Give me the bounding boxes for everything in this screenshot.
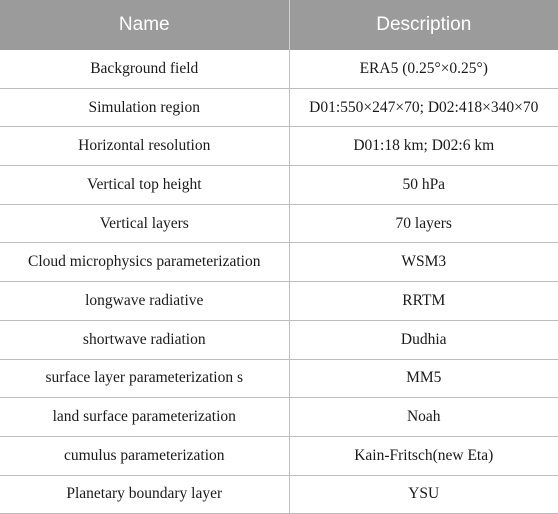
cell-name: Background field	[0, 50, 290, 89]
column-header-description: Description	[289, 0, 558, 50]
cell-description: ERA5 (0.25°×0.25°)	[289, 50, 558, 89]
cell-name: surface layer parameterization s	[0, 359, 290, 399]
cell-description: D01:18 km; D02:6 km	[289, 126, 558, 167]
table-row: Vertical top height 50 hPa	[0, 165, 558, 205]
table-row: Planetary boundary layer YSU	[0, 475, 558, 514]
cell-name: Vertical layers	[0, 204, 290, 244]
table-header: Name Description	[0, 0, 558, 50]
table-row: land surface parameterization Noah	[0, 397, 558, 437]
column-header-name: Name	[0, 0, 290, 50]
cell-name: longwave radiative	[0, 281, 290, 321]
cell-description: D01:550×247×70; D02:418×340×70	[289, 88, 558, 128]
cell-name: Vertical top height	[0, 165, 290, 205]
table-row: cumulus parameterization Kain-Fritsch(ne…	[0, 436, 558, 476]
table-row: Horizontal resolution D01:18 km; D02:6 k…	[0, 126, 558, 167]
table-body: Background field ERA5 (0.25°×0.25°) Simu…	[0, 50, 558, 514]
table-row: Background field ERA5 (0.25°×0.25°)	[0, 50, 558, 89]
cell-description: Dudhia	[289, 320, 558, 360]
table-row: longwave radiative RRTM	[0, 281, 558, 321]
cell-name: Planetary boundary layer	[0, 475, 290, 514]
cell-description: RRTM	[289, 281, 558, 321]
cell-description: 70 layers	[289, 204, 558, 244]
cell-description: Kain-Fritsch(new Eta)	[289, 436, 558, 476]
cell-description: WSM3	[289, 242, 558, 283]
table-row: shortwave radiation Dudhia	[0, 320, 558, 360]
cell-description: MM5	[289, 359, 558, 399]
cell-name: Horizontal resolution	[0, 126, 290, 167]
table-row: surface layer parameterization s MM5	[0, 359, 558, 399]
cell-name: shortwave radiation	[0, 320, 290, 360]
cell-name: cumulus parameterization	[0, 436, 290, 476]
cell-name: Cloud microphysics parameterization	[0, 242, 290, 283]
cell-name: Simulation region	[0, 88, 290, 128]
cell-name: land surface parameterization	[0, 397, 290, 437]
table-row: Simulation region D01:550×247×70; D02:41…	[0, 88, 558, 128]
table-row: Cloud microphysics parameterization WSM3	[0, 242, 558, 283]
table-row: Vertical layers 70 layers	[0, 204, 558, 244]
cell-description: Noah	[289, 397, 558, 437]
header-row: Name Description	[0, 0, 558, 50]
cell-description: 50 hPa	[289, 165, 558, 205]
cell-description: YSU	[289, 475, 558, 514]
